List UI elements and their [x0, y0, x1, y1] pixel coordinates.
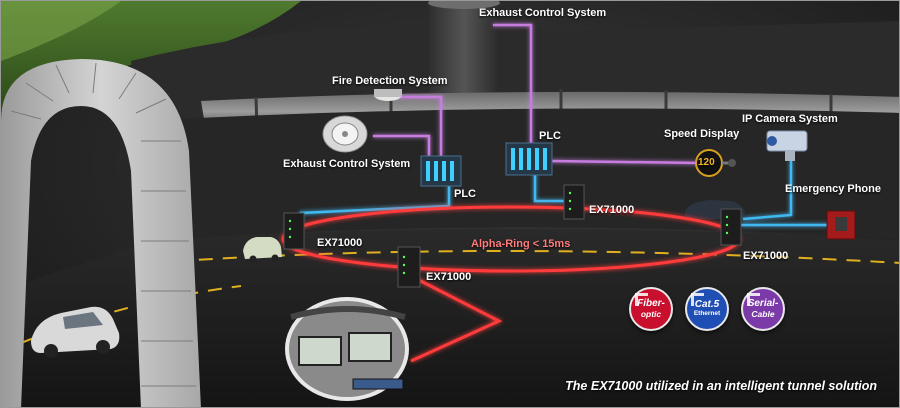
badge-line1: Fiber- [637, 298, 665, 309]
control-room-inset [285, 297, 409, 401]
badge-corner-icon [691, 293, 704, 306]
label-exhaust-control-left: Exhaust Control System [283, 158, 411, 170]
ex71000-bottom-switch [397, 246, 421, 288]
label-plc-center: PLC [539, 130, 561, 142]
label-plc-left: PLC [454, 188, 476, 200]
shaft-top [428, 1, 500, 9]
ex71000-center-switch [563, 184, 585, 220]
label-ex71000-right: EX71000 [743, 250, 789, 262]
car-left [243, 237, 282, 263]
eth-plc-to-ex-center [533, 173, 566, 203]
label-fire-detection: Fire Detection System [332, 75, 448, 87]
badge-line1: Cat.5 [694, 299, 720, 310]
badge-line2: optic [640, 309, 662, 319]
speed-value: 120 [698, 157, 715, 168]
label-ip-camera: IP Camera System [742, 113, 838, 125]
emergency-phone-device [826, 210, 856, 240]
car-front [31, 306, 120, 358]
fiber-to-control-room [410, 274, 503, 363]
badge-line1: Serial- [747, 298, 779, 309]
ex71000-right-switch [720, 208, 742, 246]
speed-display-device [695, 149, 736, 177]
label-speed-display: Speed Display [664, 128, 740, 140]
serial-top-exhaust-to-plc [493, 23, 533, 151]
serial-plc-to-speed [550, 159, 702, 165]
badge-corner-icon [747, 293, 760, 306]
plc-left-device [420, 155, 462, 187]
serial-fire-to-plc [393, 95, 443, 156]
hillside [1, 1, 301, 111]
badge-cat5-ethernet: Cat.5 Ethernet [685, 287, 729, 331]
serial-exhaust-to-plc [373, 134, 431, 156]
label-emergency-phone: Emergency Phone [785, 183, 881, 195]
tunnel-arch [1, 59, 201, 407]
badge-corner-icon [635, 293, 648, 306]
ip-camera-device [766, 130, 808, 161]
label-alpha-ring: Alpha-Ring < 15ms [471, 238, 571, 250]
ex71000-left-switch [283, 212, 305, 250]
label-ex71000-left: EX71000 [317, 237, 363, 249]
label-ex71000-center: EX71000 [589, 204, 635, 216]
badge-line2: Ethernet [693, 310, 721, 317]
label-ex71000-bottom: EX71000 [426, 271, 472, 283]
exhaust-fan-device [322, 115, 368, 153]
road-surface [1, 228, 899, 407]
road-centerline-front [1, 285, 242, 352]
diagram-caption: The EX71000 utilized in an intelligent t… [565, 379, 877, 393]
arch-stones [10, 62, 196, 387]
eth-camera-to-ex-right [742, 161, 793, 221]
plc-center-device [505, 142, 553, 176]
hillside-highlight [1, 1, 121, 61]
badge-serial-cable: Serial- Cable [741, 287, 785, 331]
badge-fiber-optic: Fiber- optic [629, 287, 673, 331]
badge-line2: Cable [751, 309, 775, 319]
serial-cables [373, 23, 702, 165]
fire-detector-device [374, 89, 402, 101]
label-exhaust-control-top: Exhaust Control System [479, 7, 607, 19]
